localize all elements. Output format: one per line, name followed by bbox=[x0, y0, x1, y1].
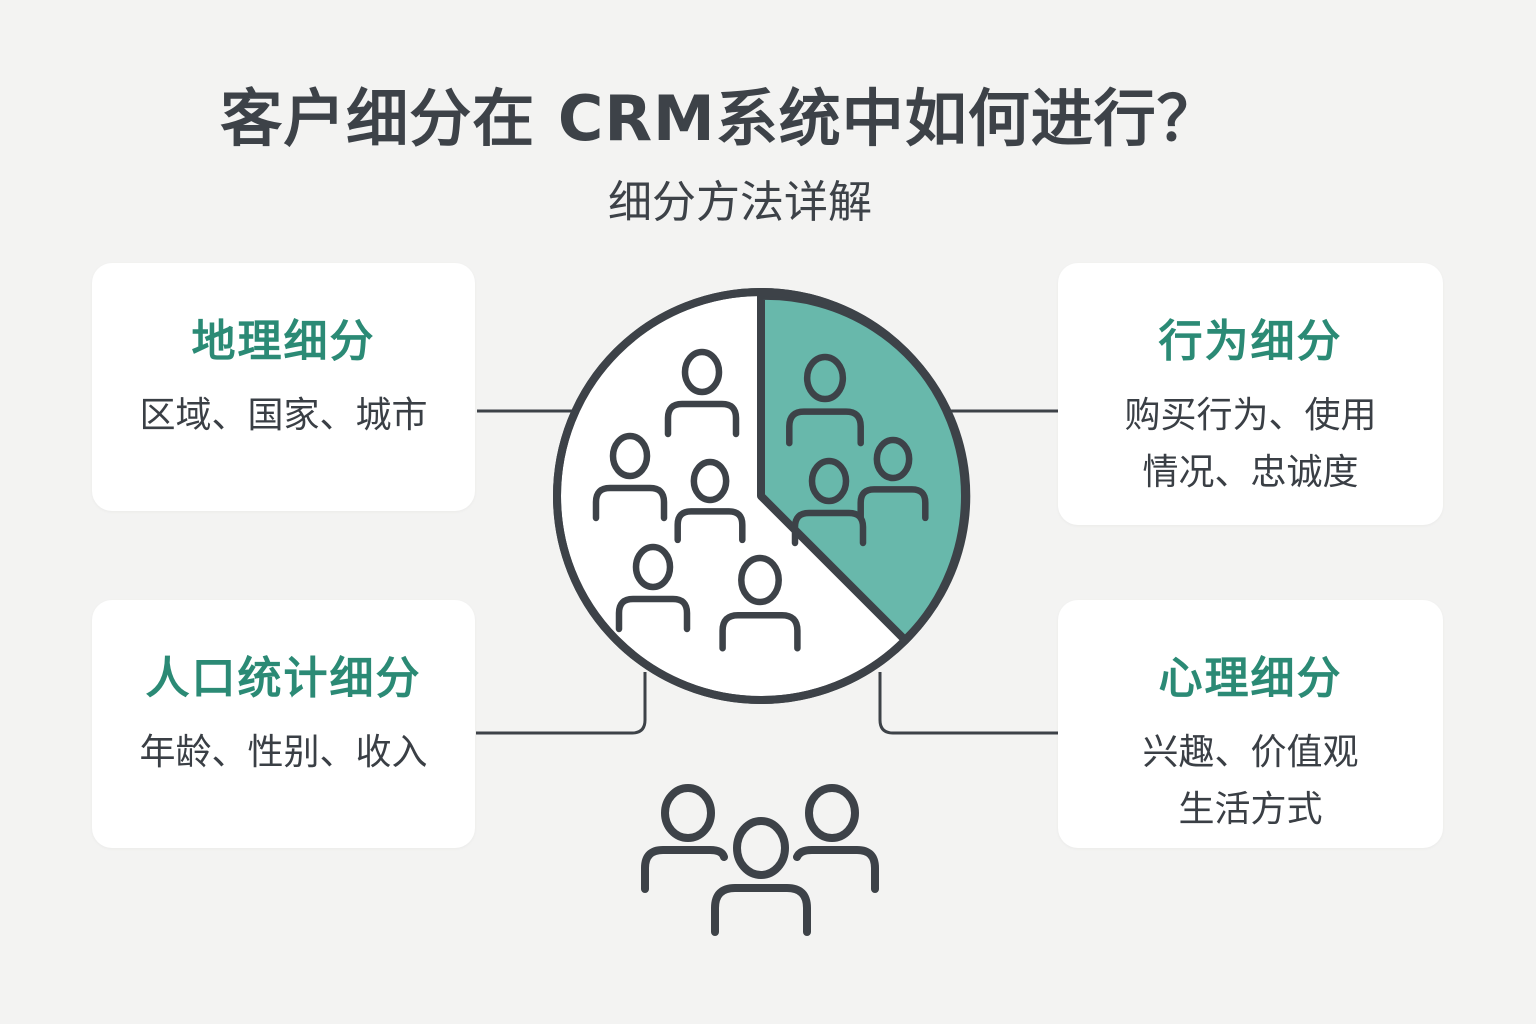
person-head bbox=[808, 457, 850, 505]
person-head bbox=[803, 353, 847, 403]
person-head bbox=[632, 543, 674, 591]
connector-lines bbox=[476, 409, 1058, 735]
segment-desc: 区域、国家、城市 bbox=[92, 387, 475, 444]
person-body bbox=[674, 508, 746, 544]
segment-desc-line: 区域、国家、城市 bbox=[139, 395, 428, 436]
person-body bbox=[791, 509, 867, 547]
segment-desc: 年龄、性别、收入 bbox=[92, 724, 475, 781]
person-body bbox=[664, 400, 740, 438]
segment-desc-line: 年龄、性别、收入 bbox=[139, 732, 428, 773]
segment-desc: 购买行为、使用 情况、忠诚度 bbox=[1058, 387, 1443, 501]
segment-card-behavioral: 行为细分 购买行为、使用 情况、忠诚度 bbox=[1058, 263, 1443, 525]
people-icons bbox=[592, 348, 929, 652]
segment-title: 人口统计细分 bbox=[145, 653, 422, 704]
segment-desc-line: 购买行为、使用 bbox=[1124, 395, 1377, 436]
pie-chart-icon bbox=[553, 288, 971, 704]
connector-psychographic bbox=[878, 672, 1058, 735]
person-head bbox=[738, 554, 782, 606]
segment-desc-line: 生活方式 bbox=[1178, 789, 1323, 830]
person-head bbox=[681, 348, 723, 396]
segment-desc: 兴趣、价值观 生活方式 bbox=[1058, 724, 1443, 838]
segment-card-demographic: 人口统计细分 年龄、性别、收入 bbox=[92, 600, 475, 848]
person-body bbox=[786, 408, 864, 447]
segment-card-geographic: 地理细分 区域、国家、城市 bbox=[92, 263, 475, 511]
segment-desc-line: 情况、忠诚度 bbox=[1142, 452, 1359, 493]
segment-title: 地理细分 bbox=[191, 316, 376, 367]
page-subtitle: 细分方法详解 bbox=[608, 177, 872, 228]
segment-desc-line: 兴趣、价值观 bbox=[1142, 732, 1359, 773]
segment-title: 心理细分 bbox=[1158, 653, 1343, 704]
person-body bbox=[857, 486, 929, 522]
person-head bbox=[873, 436, 913, 482]
person-body bbox=[615, 595, 691, 633]
group-of-people-icon bbox=[641, 784, 879, 936]
person-head bbox=[690, 458, 730, 504]
person-body bbox=[592, 484, 668, 522]
segment-card-psychographic: 心理细分 兴趣、价值观 生活方式 bbox=[1058, 600, 1443, 848]
person-body bbox=[719, 611, 801, 652]
person-head bbox=[609, 432, 651, 480]
page-title: 客户细分在 CRM系统中如何进行？ bbox=[220, 82, 1220, 155]
connector-demographic bbox=[476, 672, 647, 735]
segment-title: 行为细分 bbox=[1158, 316, 1343, 367]
